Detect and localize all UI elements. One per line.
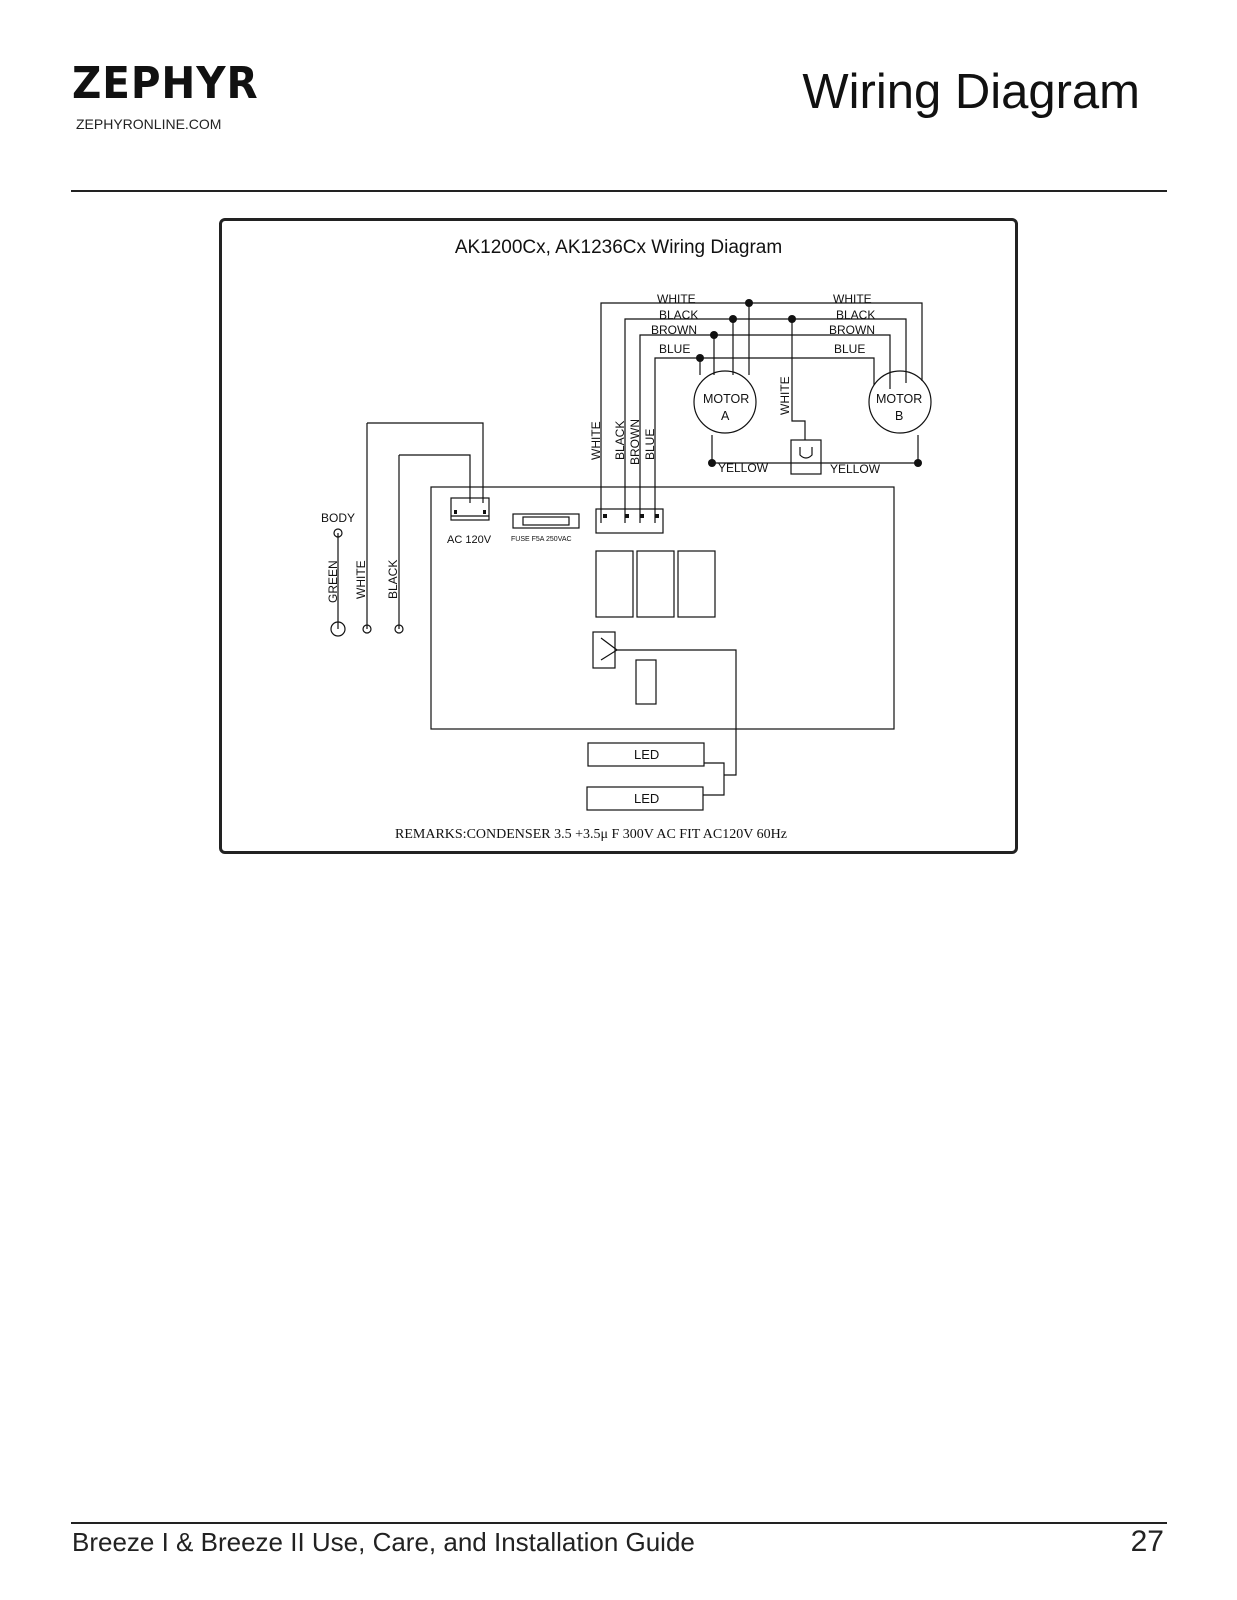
motor-a-label-line2: A: [721, 409, 730, 423]
wiring-diagram-frame: AK1200Cx, AK1236Cx Wiring Diagram: [219, 218, 1018, 854]
motor-b-label-line2: B: [895, 409, 903, 423]
footer-guide-title: Breeze I & Breeze II Use, Care, and Inst…: [72, 1527, 695, 1557]
label-body: BODY: [321, 511, 355, 525]
brand-block: ZEPHYR ZEPHYRONLINE.COM: [72, 58, 275, 133]
label-blue-right: BLUE: [834, 342, 865, 356]
wire-brown-top: [639, 334, 891, 523]
label-blue-vertical: BLUE: [643, 429, 657, 460]
wire-white-top: [600, 302, 923, 381]
website-url: ZEPHYRONLINE.COM: [76, 116, 222, 132]
label-yellow-right: YELLOW: [830, 462, 881, 476]
label-white-power: WHITE: [354, 560, 368, 599]
motor-a-label-line1: MOTOR: [703, 392, 749, 406]
page-number: 27: [1130, 1525, 1164, 1558]
label-brown-right: BROWN: [829, 323, 875, 337]
label-black-left: BLACK: [659, 308, 698, 322]
label-white-capacitor: WHITE: [778, 376, 792, 415]
footer-divider: [71, 1522, 1167, 1524]
diagram-remarks: REMARKS:CONDENSER 3.5 +3.5μ F 300V AC FI…: [395, 827, 787, 842]
label-brown-left: BROWN: [651, 323, 697, 337]
led-label-1: LED: [634, 747, 659, 762]
label-black-vertical: BLACK: [613, 421, 627, 460]
label-black-right: BLACK: [836, 308, 875, 322]
wiring-diagram: WHITE BLACK BROWN BLUE WHITE BLACK BROWN…: [321, 292, 932, 842]
label-white-right: WHITE: [833, 292, 872, 306]
label-yellow-left: YELLOW: [718, 461, 769, 475]
label-white-vertical: WHITE: [589, 421, 603, 460]
label-ac-120v: AC 120V: [447, 534, 492, 546]
motor-b-label-line1: MOTOR: [876, 392, 922, 406]
page-title: Wiring Diagram: [802, 65, 1140, 119]
label-white-left: WHITE: [657, 292, 696, 306]
wire-blue-top: [654, 357, 875, 523]
led-label-2: LED: [634, 791, 659, 806]
zephyr-logo: ZEPHYR: [72, 58, 259, 109]
header-divider: [71, 190, 1167, 192]
label-green: GREEN: [326, 560, 340, 603]
label-fuse: FUSE F5A 250VAC: [511, 536, 572, 543]
label-blue-left: BLUE: [659, 342, 690, 356]
label-brown-vertical: BROWN: [628, 419, 642, 465]
diagram-title: AK1200Cx, AK1236Cx Wiring Diagram: [454, 237, 783, 258]
wire-black-top: [624, 318, 907, 523]
label-black-power: BLACK: [386, 560, 400, 599]
